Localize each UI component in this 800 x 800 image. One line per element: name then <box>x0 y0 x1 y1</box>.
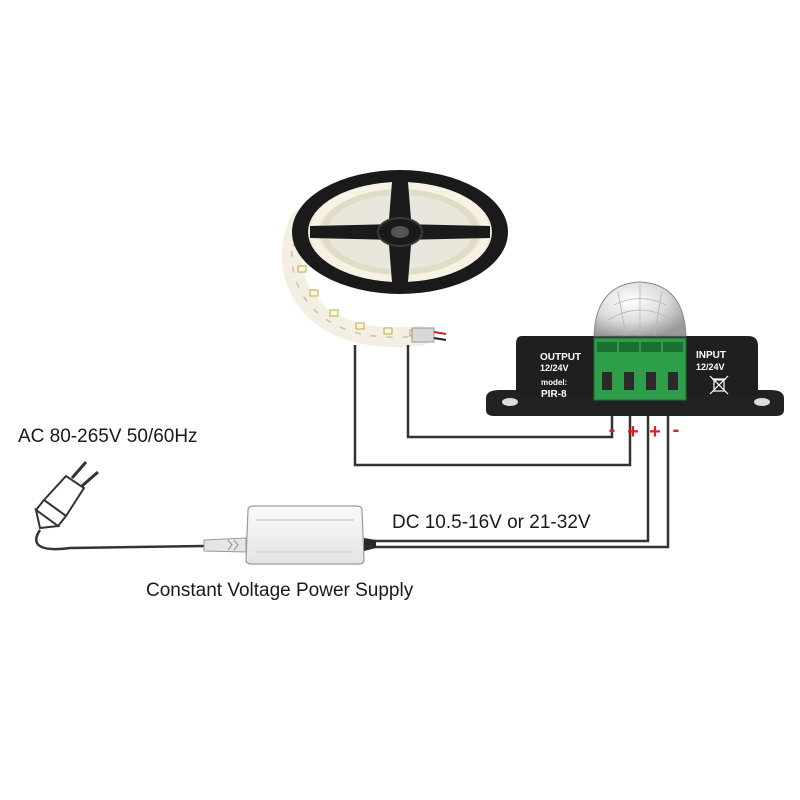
polarity-markers: - + + - <box>609 419 680 443</box>
ac-plug-icon <box>34 461 99 530</box>
controller-model-label: model: <box>541 378 567 387</box>
wire-psu-negative <box>372 398 670 549</box>
wire-ac-cable <box>35 529 206 551</box>
weee-bin-icon <box>709 375 729 395</box>
controller-input-voltage: 12/24V <box>696 362 725 372</box>
controller-output-voltage: 12/24V <box>540 363 569 373</box>
controller-input-title: INPUT <box>696 350 726 361</box>
terminal-output-negative: - <box>609 419 616 441</box>
wiring <box>35 345 670 551</box>
terminal-input-positive: + <box>649 421 661 443</box>
power-supply-unit <box>203 505 376 565</box>
terminal-input-negative: - <box>673 419 680 441</box>
ac-input-label: AC 80-265V 50/60Hz <box>18 426 198 447</box>
wire-strip-negative <box>406 345 614 439</box>
controller-output-title: OUTPUT <box>540 352 581 363</box>
terminal-output-positive: + <box>627 421 639 443</box>
controller-model-name: PIR-8 <box>541 389 567 400</box>
wire-psu-positive <box>372 398 650 543</box>
power-supply-label: Constant Voltage Power Supply <box>146 580 414 601</box>
dc-output-label: DC 10.5-16V or 21-32V <box>392 512 591 533</box>
wire-strip-positive <box>353 345 632 467</box>
pir-controller: OUTPUT 12/24V model: PIR-8 INPUT 12/24V <box>486 281 784 416</box>
led-strip-reel <box>281 170 508 348</box>
